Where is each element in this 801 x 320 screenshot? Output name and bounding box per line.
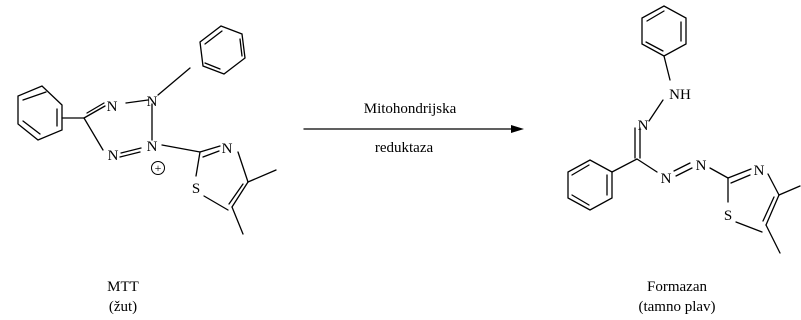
mtt-tetrazole-ring: [61, 67, 191, 158]
mtt-thiazole-n: N: [222, 141, 233, 157]
formazan-atom-nh: NH: [669, 87, 691, 103]
formazan-atom-n-azo1: N: [661, 171, 672, 187]
mtt-positive-charge: +: [151, 161, 165, 175]
mtt-name: MTT: [107, 279, 139, 295]
mtt-thiazole-ring: [161, 144, 277, 235]
mtt-phenyl-top: [199, 25, 246, 75]
mtt-atom-n3: N: [108, 148, 119, 164]
mtt-structure: N N N N + N S: [17, 25, 277, 235]
formazan-thiazole-n: N: [754, 163, 765, 179]
mtt-color-note: (žut): [109, 299, 137, 315]
formazan-phenyl-top: [641, 5, 687, 57]
formazan-thiazole-ring: [727, 168, 801, 254]
reaction-arrow: [303, 125, 524, 133]
formazan-color-note: (tamno plav): [638, 299, 715, 315]
arrow-label-bottom: reduktaza: [375, 140, 434, 156]
mtt-thiazole-s: S: [192, 181, 200, 197]
mtt-atom-n1: N: [107, 99, 118, 115]
formazan-atom-n-azo2: N: [696, 158, 707, 174]
svg-text:+: +: [155, 161, 162, 175]
formazan-atom-n-imine: N: [638, 118, 649, 134]
formazan-phenyl-left: [567, 159, 613, 211]
arrow-label-top: Mitohondrijska: [364, 101, 457, 117]
mtt-atom-n2: N: [147, 94, 158, 110]
mtt-phenyl-left: [17, 85, 63, 141]
mtt-atom-n4: N: [147, 139, 158, 155]
formazan-structure: NH N N N N S: [567, 5, 801, 254]
formazan-thiazole-s: S: [724, 208, 732, 224]
formazan-name: Formazan: [647, 279, 707, 295]
